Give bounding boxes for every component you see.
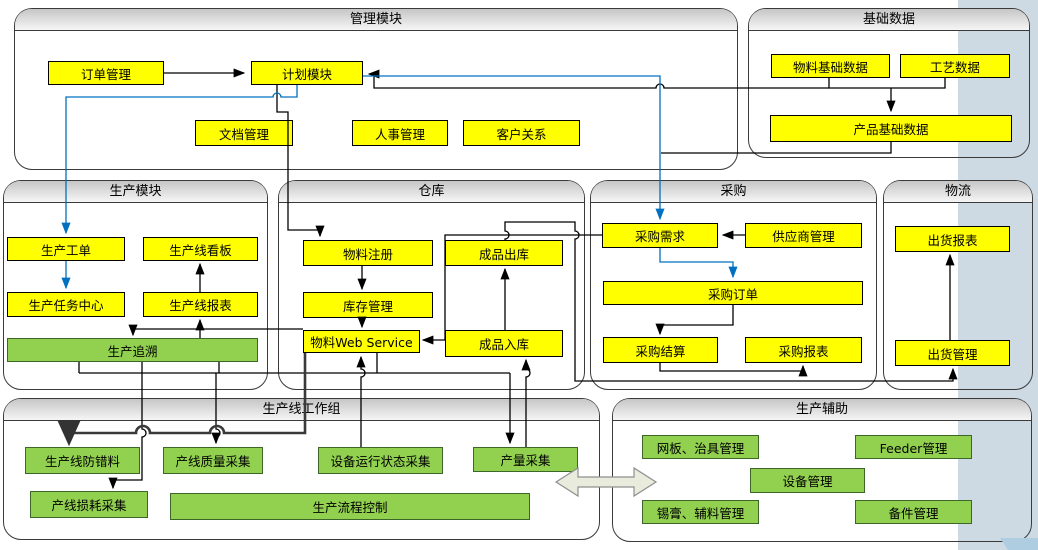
box-trace: 生产追溯: [7, 338, 258, 362]
container-production-title: 生产模块: [4, 181, 267, 203]
box-material-reg: 物料注册: [303, 240, 433, 266]
box-feeder-mgmt: Feeder管理: [855, 435, 972, 459]
box-solder-mgmt: 锡膏、辅料管理: [642, 500, 759, 524]
container-warehouse: 仓库: [278, 180, 585, 390]
box-line-kanban: 生产线看板: [143, 237, 258, 261]
box-stencil-mgmt: 网板、治具管理: [642, 435, 759, 459]
box-material-ws: 物料Web Service: [303, 330, 420, 353]
box-purchase-report: 采购报表: [745, 337, 862, 363]
container-aux-title: 生产辅助: [613, 399, 1031, 421]
box-output-collect: 产量采集: [473, 447, 578, 472]
box-purchase-settle: 采购结算: [603, 337, 718, 363]
box-crm: 客户关系: [463, 120, 580, 146]
box-purchase-order: 采购订单: [603, 281, 863, 305]
container-aux: 生产辅助: [612, 398, 1032, 542]
container-warehouse-title: 仓库: [279, 181, 584, 203]
box-spare-mgmt: 备件管理: [855, 500, 972, 524]
box-inventory: 库存管理: [303, 292, 433, 318]
container-base-data: 基础数据: [748, 8, 1030, 158]
box-plan-module: 计划模块: [251, 61, 363, 85]
box-ship-report: 出货报表: [895, 226, 1010, 252]
box-work-order: 生产工单: [7, 237, 125, 261]
box-finished-in: 成品入库: [445, 330, 563, 357]
container-purchase-title: 采购: [591, 181, 876, 203]
container-line-group-title: 生产线工作组: [4, 399, 599, 421]
box-hr-mgmt: 人事管理: [352, 120, 448, 146]
box-line-report: 生产线报表: [143, 292, 258, 317]
box-equip-status: 设备运行状态采集: [318, 447, 443, 474]
box-product-base: 产品基础数据: [770, 115, 1012, 142]
container-management-title: 管理模块: [15, 9, 737, 31]
box-order-mgmt: 订单管理: [48, 61, 164, 85]
box-quality-collect: 产线质量采集: [163, 447, 263, 474]
box-supplier-mgmt: 供应商管理: [745, 223, 862, 248]
box-doc-mgmt: 文档管理: [195, 120, 293, 146]
container-base-data-title: 基础数据: [749, 9, 1029, 31]
box-ship-mgmt: 出货管理: [895, 340, 1010, 366]
box-material-base: 物料基础数据: [771, 54, 890, 78]
box-flow-control: 生产流程控制: [170, 493, 530, 520]
container-purchase: 采购: [590, 180, 877, 390]
box-loss-collect: 产线损耗采集: [30, 491, 148, 518]
container-logistics-title: 物流: [884, 181, 1032, 203]
box-finished-out: 成品出库: [445, 240, 563, 266]
box-task-center: 生产任务中心: [7, 292, 125, 317]
box-error-proof: 生产线防错料: [25, 447, 140, 474]
box-purchase-demand: 采购需求: [602, 223, 718, 248]
box-equip-mgmt: 设备管理: [750, 468, 865, 493]
box-process-data: 工艺数据: [900, 54, 1010, 78]
